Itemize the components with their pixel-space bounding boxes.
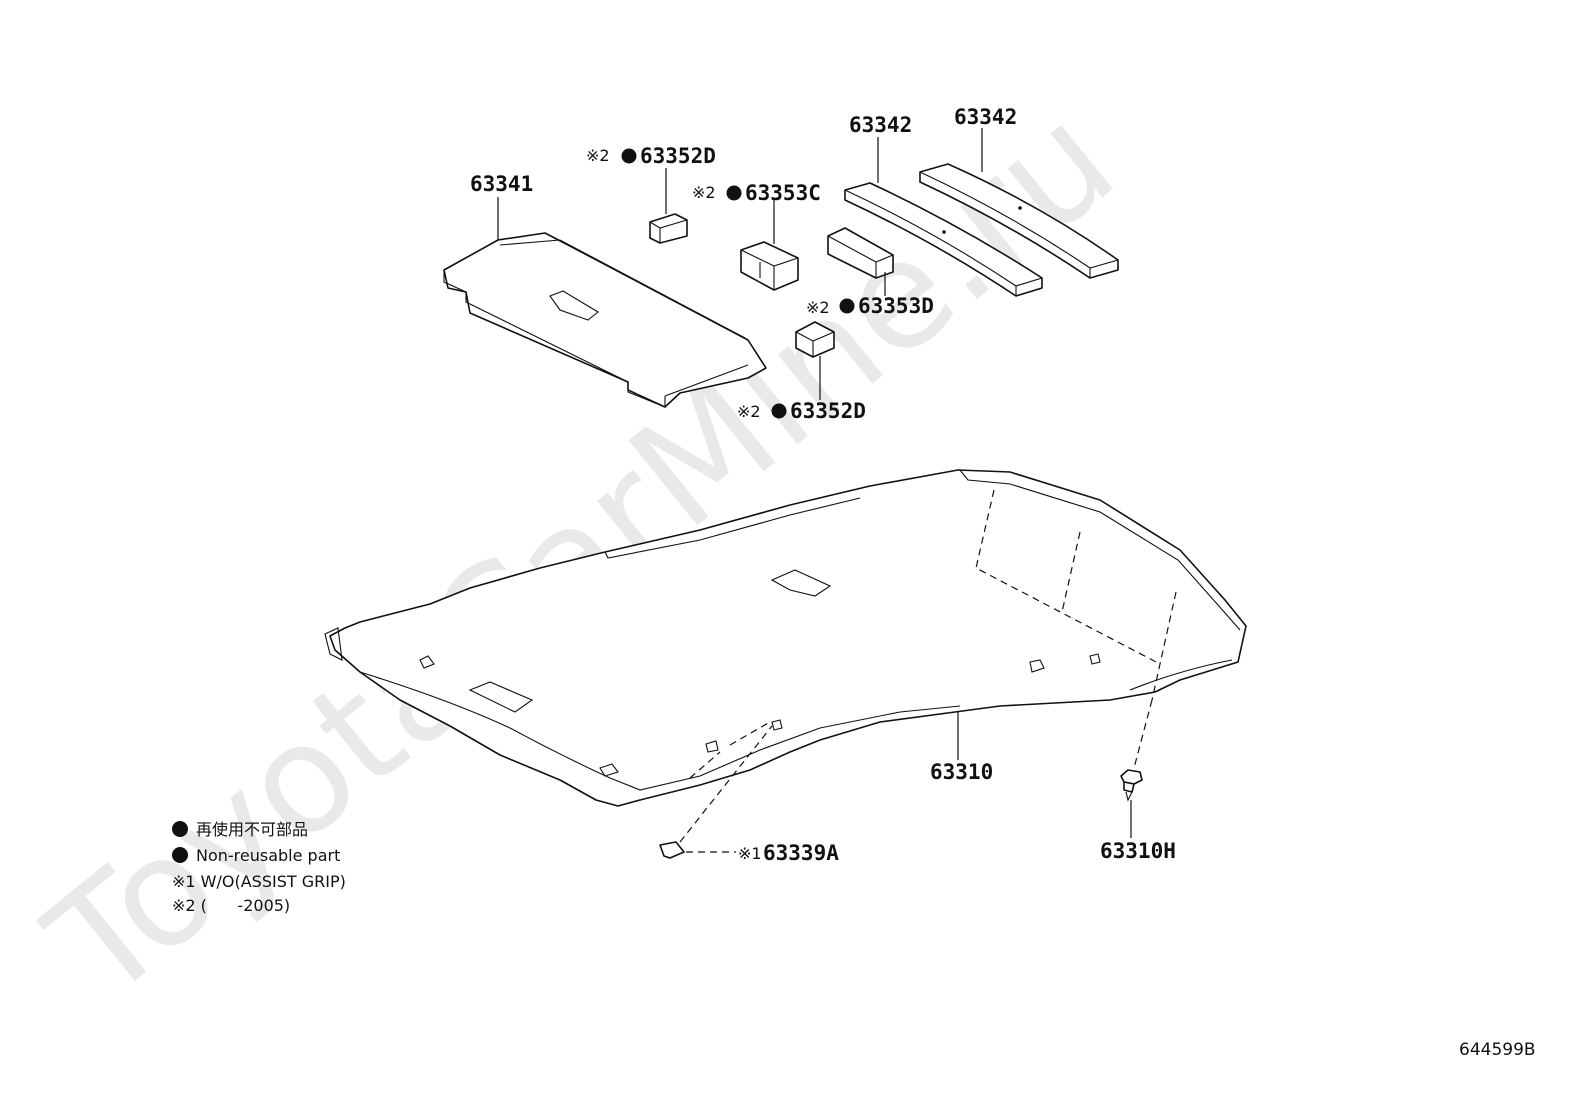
part-63353c-illustration[interactable] xyxy=(740,241,799,291)
part-63310-headliner-illustration[interactable] xyxy=(324,469,1247,807)
label-63342-front[interactable]: 63342 xyxy=(849,113,912,137)
label-63339a[interactable]: ※1 63339A xyxy=(738,841,839,865)
label-63353c[interactable]: ※2 63353C xyxy=(692,181,821,205)
note-mark: ※1 xyxy=(738,844,762,863)
label-63352d-bottom[interactable]: ※2 63352D xyxy=(737,399,866,423)
note-mark: ※2 xyxy=(806,298,830,317)
legend-line-4: ※2 ( -2005) xyxy=(172,896,290,915)
non-reusable-bullet-icon xyxy=(172,821,188,837)
install-line-63339a xyxy=(679,721,773,843)
part-number: 63339A xyxy=(763,841,839,865)
non-reusable-bullet-icon xyxy=(771,403,787,419)
label-63310h[interactable]: 63310H xyxy=(1100,839,1176,863)
part-number: 63352D xyxy=(790,399,866,423)
non-reusable-bullet-icon xyxy=(621,148,637,164)
note-mark: ※2 xyxy=(586,146,610,165)
part-63341-illustration[interactable] xyxy=(443,232,767,408)
note-mark: ※2 xyxy=(737,402,761,421)
label-63352d-top[interactable]: ※2 63352D xyxy=(586,144,716,168)
figure-number: 644599B xyxy=(1459,1040,1536,1060)
label-63353d[interactable]: ※2 63353D xyxy=(806,294,934,318)
label-63310[interactable]: 63310 xyxy=(930,760,993,784)
part-63353d-illustration[interactable] xyxy=(827,227,894,279)
legend: 再使用不可部品 Non-reusable part ※1 W/O(ASSIST … xyxy=(172,820,346,915)
part-63352d-bottom-illustration[interactable] xyxy=(795,321,835,358)
legend-line-2: Non-reusable part xyxy=(196,846,340,865)
part-63352d-top-illustration[interactable] xyxy=(649,213,688,244)
part-63342-front-illustration[interactable] xyxy=(844,182,1043,297)
label-63342-rear[interactable]: 63342 xyxy=(954,105,1017,129)
install-line-63310h xyxy=(1133,699,1153,769)
legend-line-1: 再使用不可部品 xyxy=(196,820,308,839)
non-reusable-bullet-icon xyxy=(172,847,188,863)
non-reusable-bullet-icon xyxy=(839,298,855,314)
part-number: 63353C xyxy=(745,181,821,205)
non-reusable-bullet-icon xyxy=(726,185,742,201)
part-number: 63353D xyxy=(858,294,934,318)
part-number: 63352D xyxy=(640,144,716,168)
part-63342-rear-illustration[interactable] xyxy=(919,163,1119,279)
part-63339a-cover-illustration[interactable] xyxy=(659,841,685,859)
legend-line-3: ※1 W/O(ASSIST GRIP) xyxy=(172,872,346,891)
note-mark: ※2 xyxy=(692,183,716,202)
label-63341[interactable]: 63341 xyxy=(470,172,533,196)
part-63310h-clip-illustration[interactable] xyxy=(1120,769,1143,802)
